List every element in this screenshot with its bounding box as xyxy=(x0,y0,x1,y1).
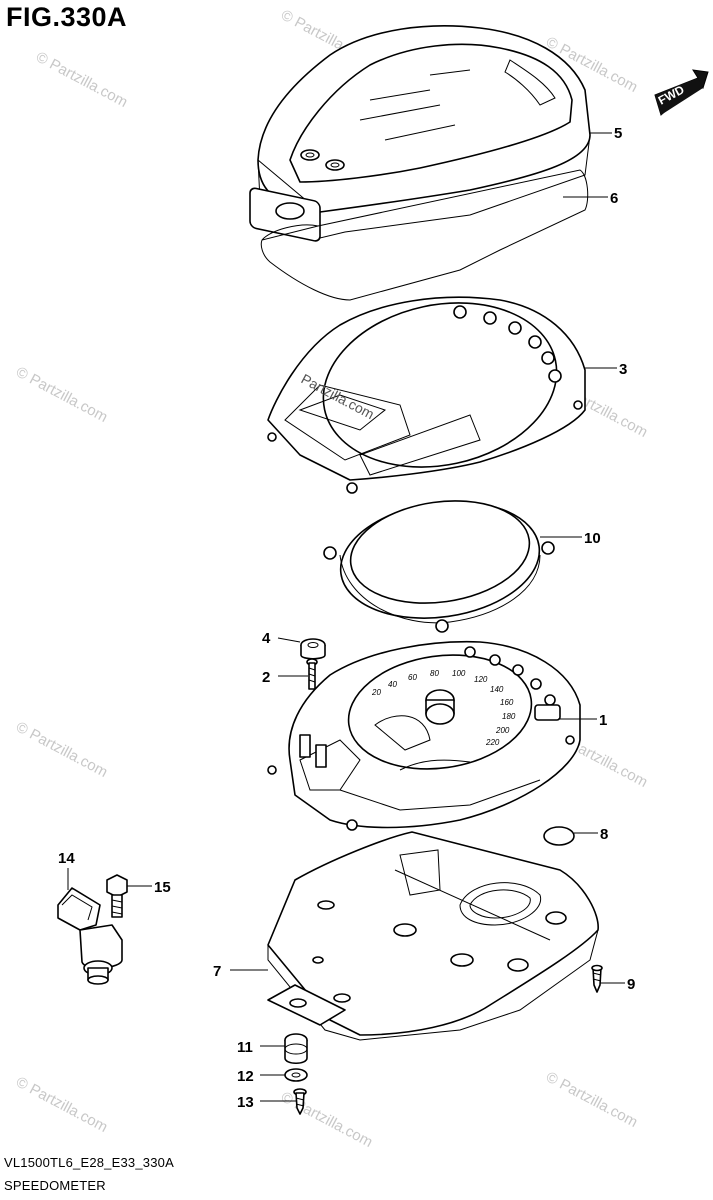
dial-tick-label: 200 xyxy=(495,726,510,735)
dial-tick-label: 20 xyxy=(371,688,381,697)
fwd-arrow-icon: FWD xyxy=(654,69,709,116)
callout-13: 13 xyxy=(237,1094,254,1111)
callout-9: 9 xyxy=(627,976,635,993)
watermark: © Partzilla.com xyxy=(13,719,110,781)
figure-title: FIG.330A xyxy=(6,2,128,32)
dial-tick-label: 120 xyxy=(474,675,488,684)
part-9-screw xyxy=(591,964,603,993)
leader-lines xyxy=(67,132,625,1102)
dial-scale: 20 40 60 80 100 120 140 160 180 200 220 xyxy=(371,669,516,747)
callout-2: 2 xyxy=(262,669,270,686)
part-11-cushion xyxy=(284,1033,308,1065)
dial-tick-label: 220 xyxy=(485,738,500,747)
watermark: © Partzilla.com xyxy=(543,1069,640,1131)
part-10-ring xyxy=(323,500,555,633)
part-4-cushion xyxy=(300,638,326,660)
watermark: © Partzilla.com xyxy=(13,364,110,426)
callout-7: 7 xyxy=(213,963,221,980)
callout-8: 8 xyxy=(600,826,608,843)
part-2-screw xyxy=(306,658,318,690)
callout-12: 12 xyxy=(237,1068,254,1085)
callouts: 5 6 3 10 4 2 1 8 14 15 7 9 11 12 13 xyxy=(58,125,635,1111)
callout-5: 5 xyxy=(614,125,622,142)
part-6-gasket xyxy=(260,169,589,301)
dial-tick-label: 180 xyxy=(502,712,516,721)
figure-name: SPEEDOMETER xyxy=(4,1178,106,1193)
dial-tick-label: 40 xyxy=(388,680,397,689)
callout-11: 11 xyxy=(237,1039,253,1056)
dial-tick-label: 140 xyxy=(490,685,504,694)
part-1-speedometer-assembly: 20 40 60 80 100 120 140 160 180 200 220 xyxy=(267,640,581,831)
part-15-bolt xyxy=(106,874,128,918)
dial-tick-label: 80 xyxy=(430,669,439,678)
part-5-upper-case xyxy=(249,25,591,242)
figure-code: VL1500TL6_E28_E33_330A xyxy=(4,1155,174,1170)
callout-14: 14 xyxy=(58,850,75,867)
part-14-sensor xyxy=(57,887,123,985)
callout-10: 10 xyxy=(584,530,601,547)
watermark: © Partzilla.com xyxy=(278,1089,375,1151)
dial-tick-label: 160 xyxy=(500,698,514,707)
part-7-lower-case xyxy=(267,831,599,1041)
part-13-screw xyxy=(293,1088,307,1115)
watermark: © Partzilla.com xyxy=(33,49,130,111)
callout-15: 15 xyxy=(154,879,171,896)
part-12-washer xyxy=(284,1068,308,1082)
dial-tick-label: 100 xyxy=(452,669,466,678)
callout-4: 4 xyxy=(262,630,271,647)
callout-3: 3 xyxy=(619,361,627,378)
callout-1: 1 xyxy=(599,712,607,729)
callout-6: 6 xyxy=(610,190,618,207)
part-3-meter-cover: Partzilla.com xyxy=(267,296,586,494)
part-8-cap xyxy=(543,826,575,846)
dial-tick-label: 60 xyxy=(408,673,417,682)
watermark: © Partzilla.com xyxy=(13,1074,110,1136)
